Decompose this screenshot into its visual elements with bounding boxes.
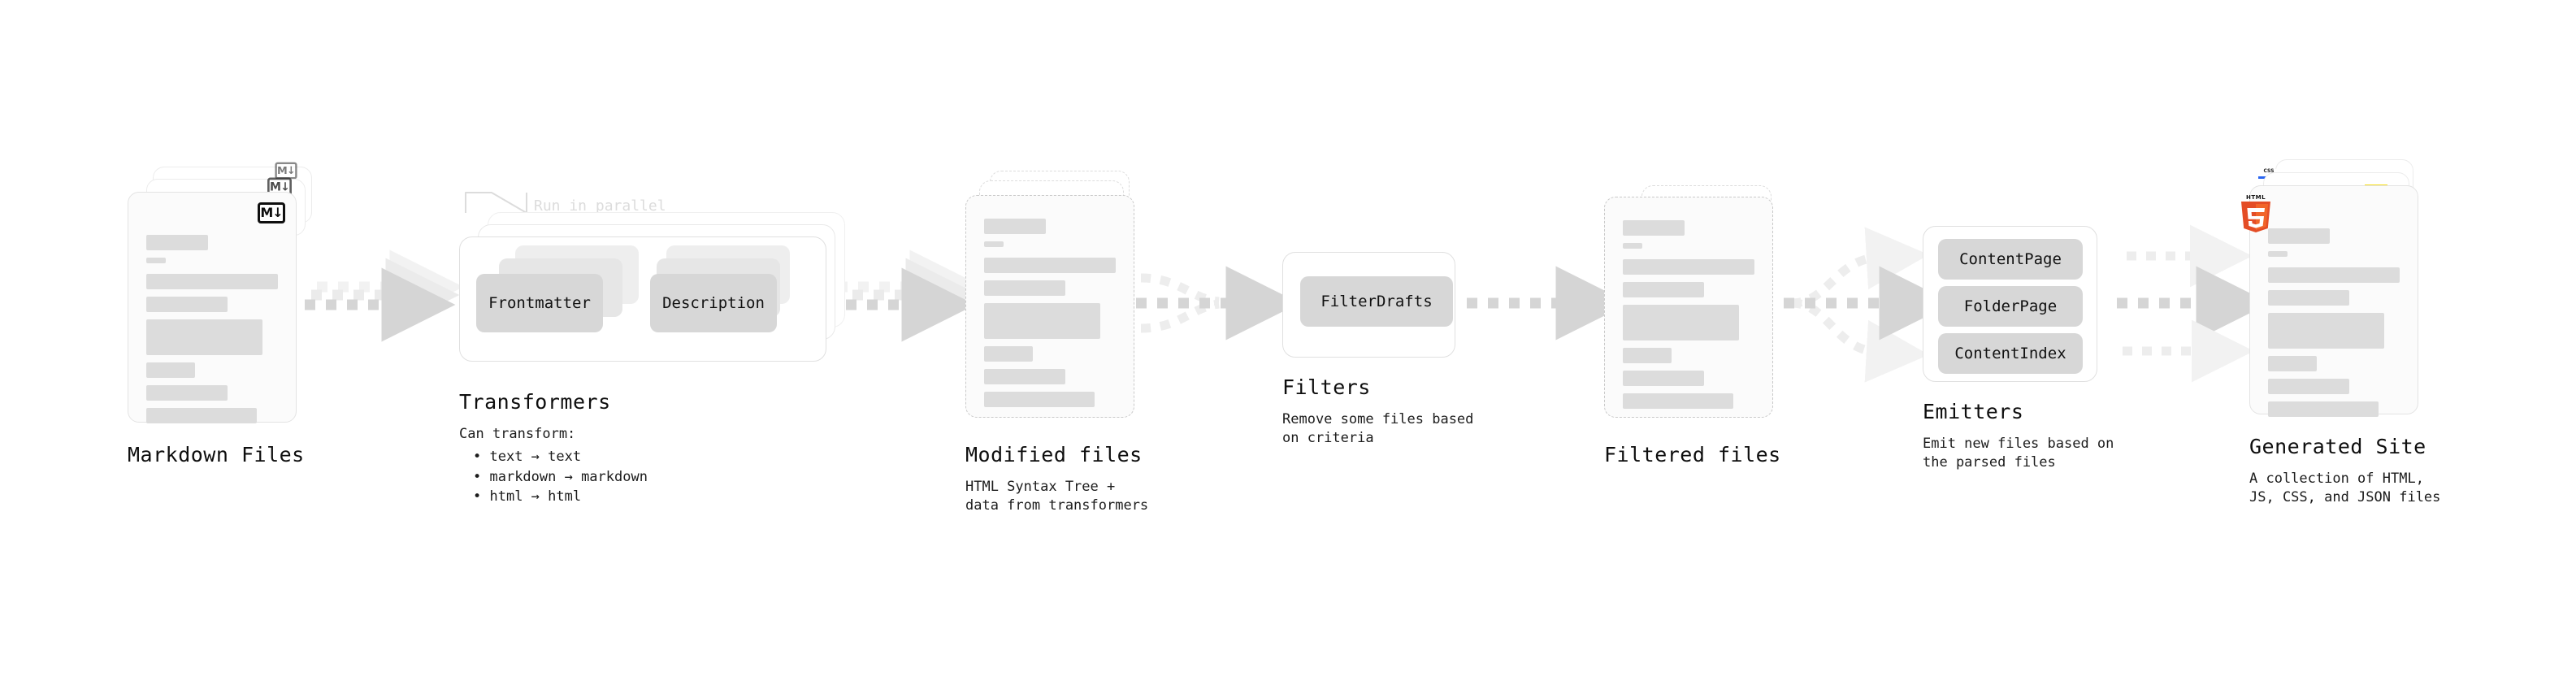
node-filterdrafts[interactable]: FilterDrafts: [1300, 276, 1453, 327]
placeholder-line: [2268, 267, 2400, 283]
placeholder-line: [146, 297, 228, 312]
placeholder-line: [984, 392, 1095, 407]
placeholder-lines: [1623, 220, 1754, 416]
bullet-label: html → html: [489, 488, 582, 505]
placeholder-line: [1623, 348, 1672, 363]
placeholder-lines: [2268, 228, 2400, 424]
page-title-transformers: Transformers: [459, 390, 611, 414]
markdown-icon: M↓: [275, 162, 297, 180]
placeholder-line: [984, 258, 1116, 273]
placeholder-line: [1623, 371, 1705, 386]
placeholder-line: [984, 346, 1033, 362]
node-contentindex[interactable]: ContentIndex: [1938, 333, 2083, 374]
html5-icon-label: HTML: [2245, 194, 2266, 201]
placeholder-line: [2268, 313, 2384, 349]
node-filterdrafts-label: FilterDrafts: [1321, 293, 1433, 310]
transformers-bullet-2: • html → html: [473, 488, 582, 505]
placeholder-line: [2268, 401, 2379, 417]
placeholder-lines: [984, 219, 1116, 414]
placeholder-lines: [146, 235, 278, 431]
markdown-icon: M↓: [258, 202, 285, 223]
placeholder-line: [146, 408, 258, 423]
placeholder-line: [984, 219, 1047, 234]
placeholder-line: [1623, 259, 1754, 275]
node-description[interactable]: Description: [650, 274, 777, 332]
node-contentpage-label: ContentPage: [1959, 250, 2062, 268]
generated-site-subtitle: A collection of HTML, JS, CSS, and JSON …: [2249, 471, 2441, 506]
connector-emitters-to-site: [2117, 224, 2270, 383]
modified-card-front: [965, 195, 1134, 418]
placeholder-line: [1623, 393, 1734, 409]
placeholder-line: [146, 362, 195, 378]
site-card-front: HTML: [2241, 185, 2418, 417]
node-folderpage[interactable]: FolderPage: [1938, 286, 2083, 327]
run-in-parallel-label: Run in parallel: [534, 197, 666, 215]
filters-subtitle: Remove some files based on criteria: [1282, 411, 1474, 447]
transformers-bullets: • text → text • markdown → markdown • ht…: [473, 447, 648, 507]
placeholder-line: [1623, 282, 1705, 297]
emitters-subtitle: Emit new files based on the parsed files: [1923, 436, 2114, 471]
page-title-filters: Filters: [1282, 375, 1371, 399]
page-title-modified-files: Modified files: [965, 443, 1143, 466]
markdown-card-front: M↓: [128, 192, 297, 423]
placeholder-line: [2268, 228, 2331, 244]
node-frontmatter[interactable]: Frontmatter: [476, 274, 603, 332]
page-title-generated-site: Generated Site: [2249, 435, 2426, 458]
transformers-bullet-0: • text → text: [473, 449, 582, 465]
transformers-bullet-1: • markdown → markdown: [473, 468, 648, 485]
connector-filtered-to-emitters: [1784, 227, 1954, 383]
placeholder-line: [984, 303, 1100, 339]
run-in-parallel-brace: [465, 192, 527, 214]
placeholder-line: [2268, 379, 2350, 394]
node-contentindex-label: ContentIndex: [1954, 345, 2066, 362]
placeholder-line: [1623, 305, 1739, 340]
placeholder-line: [2268, 251, 2288, 257]
placeholder-line: [2268, 356, 2317, 371]
page-title-emitters: Emitters: [1923, 400, 2024, 423]
page-title-filtered-files: Filtered files: [1604, 443, 1781, 466]
transformers-subtitle: Can transform:: [459, 426, 576, 442]
node-folderpage-label: FolderPage: [1963, 297, 2058, 315]
html5-icon: HTML: [2239, 194, 2273, 233]
bullet-label: text → text: [489, 449, 582, 465]
connector-md-to-transformers: [305, 249, 464, 342]
placeholder-line: [984, 280, 1066, 296]
modified-files-subtitle: HTML Syntax Tree + data from transformer…: [965, 479, 1149, 514]
markdown-icon: M↓: [267, 177, 292, 197]
placeholder-line: [146, 258, 167, 263]
placeholder-line: [146, 235, 209, 250]
placeholder-line: [984, 241, 1004, 247]
bullet-label: markdown → markdown: [489, 468, 648, 485]
placeholder-line: [1623, 220, 1685, 236]
node-contentpage[interactable]: ContentPage: [1938, 239, 2083, 280]
filtered-card-front: [1604, 197, 1773, 418]
placeholder-line: [2268, 290, 2350, 306]
connector-transformers-to-modified: [825, 249, 984, 342]
placeholder-line: [146, 385, 228, 401]
placeholder-line: [984, 369, 1066, 384]
node-frontmatter-label: Frontmatter: [488, 294, 591, 312]
placeholder-line: [1623, 243, 1643, 249]
placeholder-line: [146, 274, 278, 289]
page-title-markdown-files: Markdown Files: [128, 443, 305, 466]
node-description-label: Description: [662, 294, 765, 312]
connector-modified-to-filters: [1136, 266, 1300, 340]
placeholder-line: [146, 319, 262, 355]
